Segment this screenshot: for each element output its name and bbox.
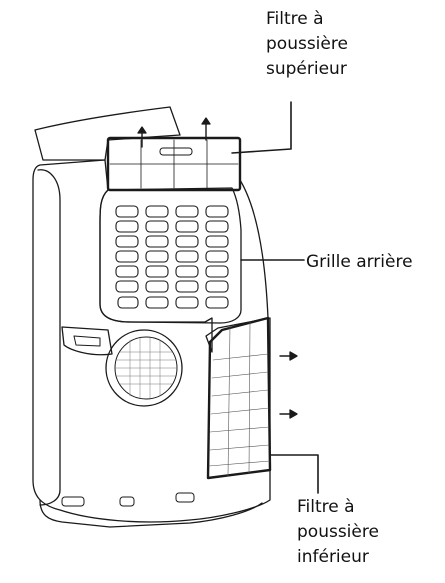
label-lower-dust-filter: Filtre à poussière inférieur bbox=[297, 495, 379, 570]
grille-slot bbox=[115, 220, 139, 233]
unit-body bbox=[32, 159, 271, 523]
label-upper-dust-filter: Filtre à poussière supérieur bbox=[266, 7, 348, 82]
grille-slot bbox=[145, 280, 169, 293]
rear-grille bbox=[99, 187, 242, 324]
grille-slots bbox=[115, 205, 229, 309]
label-line: supérieur bbox=[266, 59, 347, 79]
label-rear-grille: Grille arrière bbox=[306, 250, 413, 275]
grille-slot bbox=[145, 235, 169, 248]
grille-slot bbox=[117, 296, 139, 309]
side-handle-inner bbox=[73, 335, 101, 347]
grille-slot bbox=[175, 280, 199, 293]
wheel bbox=[119, 496, 135, 507]
grille-slot bbox=[145, 205, 169, 218]
label-line: poussière bbox=[266, 34, 348, 54]
upper-filter-tab bbox=[159, 147, 193, 156]
grille-slot bbox=[205, 235, 229, 248]
label-line: Filtre à bbox=[297, 497, 355, 517]
grille-slot bbox=[205, 250, 229, 263]
grille-slot bbox=[205, 220, 229, 233]
base bbox=[39, 499, 263, 528]
label-line: Grille arrière bbox=[306, 252, 413, 272]
grille-slot bbox=[175, 235, 199, 248]
label-line: Filtre à bbox=[266, 9, 324, 29]
grille-slot bbox=[205, 265, 229, 278]
grille-slot bbox=[175, 296, 199, 309]
lower-filter-mesh bbox=[208, 321, 271, 477]
grille-slot bbox=[115, 205, 139, 218]
leader-line-upper-filter bbox=[231, 101, 292, 154]
grille-slot bbox=[205, 280, 229, 293]
grille-slot bbox=[115, 280, 139, 293]
arrow-right-icon bbox=[289, 351, 298, 361]
label-line: poussière bbox=[297, 522, 379, 542]
lower-filter bbox=[206, 316, 272, 480]
grille-slot bbox=[175, 265, 199, 278]
grille-slot bbox=[115, 235, 139, 248]
side-sweep bbox=[239, 179, 269, 319]
grille-slot bbox=[175, 250, 199, 263]
label-line: inférieur bbox=[297, 547, 369, 567]
arrow-up-icon bbox=[201, 117, 211, 125]
inner-edge bbox=[37, 169, 61, 506]
grille-slot bbox=[145, 265, 169, 278]
arrow-right-icon bbox=[289, 409, 298, 419]
grille-slot bbox=[205, 296, 229, 309]
arrow-up-icon bbox=[137, 126, 147, 134]
grille-slot bbox=[175, 220, 199, 233]
leader-line-lower-filter bbox=[269, 454, 319, 494]
grille-slot bbox=[115, 265, 139, 278]
grille-slot bbox=[175, 205, 199, 218]
exhaust-vent bbox=[105, 329, 183, 407]
wheel bbox=[61, 496, 85, 507]
upper-filter-mesh bbox=[109, 139, 239, 189]
grille-slot bbox=[115, 250, 139, 263]
grille-slot bbox=[145, 296, 169, 309]
grille-slot bbox=[205, 205, 229, 218]
side-handle bbox=[61, 326, 113, 356]
upper-filter bbox=[106, 136, 242, 192]
grille-slot bbox=[145, 250, 169, 263]
wheel bbox=[175, 492, 195, 503]
exhaust-vent-mesh bbox=[114, 337, 178, 399]
grille-slot bbox=[145, 220, 169, 233]
